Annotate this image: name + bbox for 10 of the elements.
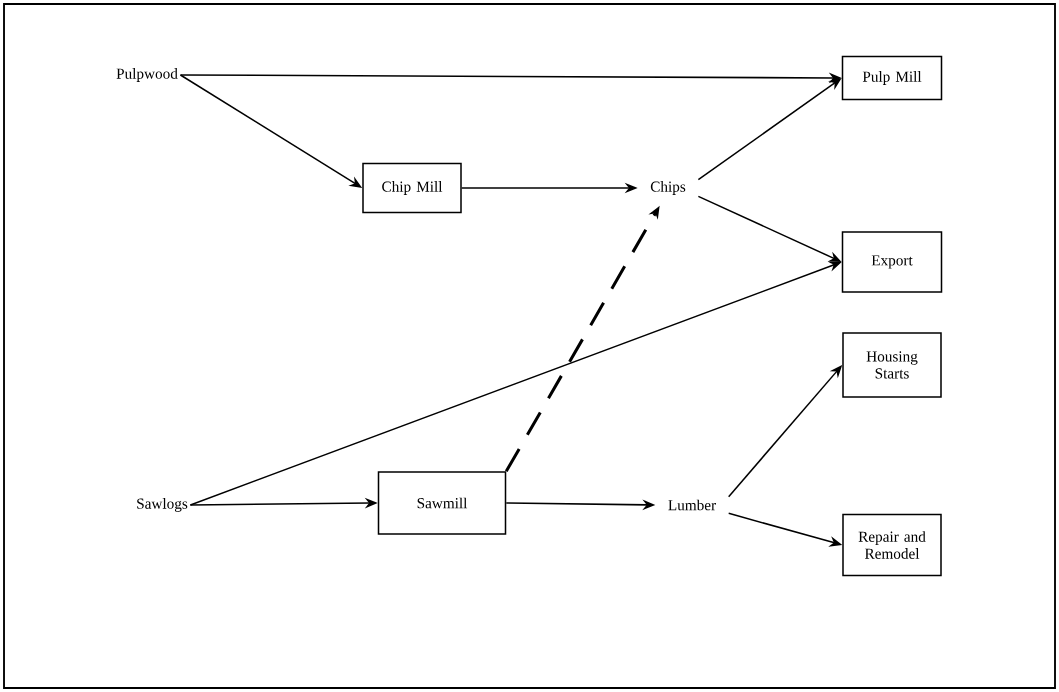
process-box: Pulp Mill — [841, 55, 943, 101]
node-label: Sawlogs — [137, 498, 188, 512]
node-label: Lumber — [668, 499, 716, 511]
node-label: Pulpwood — [116, 68, 178, 82]
process-box: Repair and Remodel — [842, 513, 942, 577]
process-box: Export — [841, 231, 943, 293]
process-box: Sawmill — [377, 471, 507, 535]
node-label: Chips — [650, 181, 686, 195]
process-box: Chip Mill — [362, 162, 462, 214]
process-box: Housing Starts — [842, 332, 942, 398]
